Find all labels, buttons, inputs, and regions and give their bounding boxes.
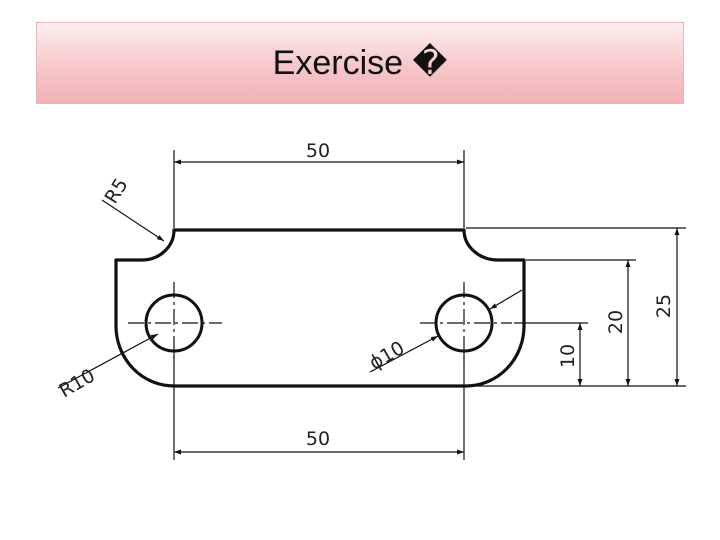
- top-width-dimension: [173, 150, 465, 228]
- hole-diameter-label: ϕ10: [366, 337, 409, 374]
- bottom-width-dimension: [173, 350, 465, 460]
- total-height-label: 25: [653, 294, 675, 318]
- right-extension-lines: [466, 227, 686, 387]
- r10-leader: [57, 333, 159, 389]
- hole-height-label: 10: [557, 344, 579, 368]
- center-lines: [128, 282, 512, 364]
- body-height-label: 20: [605, 310, 627, 334]
- bottom-width-label: 50: [306, 428, 330, 450]
- r5-leader: [101, 199, 165, 242]
- hole-diameter-leader: [369, 335, 439, 373]
- hole-diameter-leader-inner: [489, 289, 523, 310]
- title-bar: Exercise �: [36, 22, 684, 104]
- top-width-label: 50: [306, 140, 330, 162]
- part-outline: [114, 228, 526, 388]
- r10-label: R10: [56, 365, 99, 403]
- slide-title: Exercise �: [272, 44, 448, 82]
